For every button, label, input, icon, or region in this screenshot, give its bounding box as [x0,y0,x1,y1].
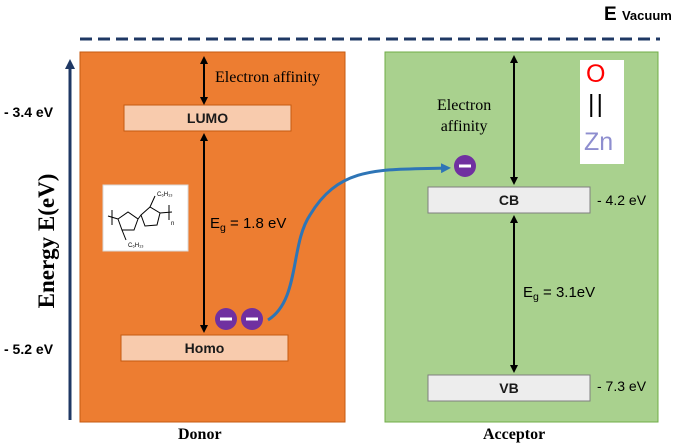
acceptor-bandgap-label: Eg = 3.1eV [523,284,595,303]
vacuum-label-main: E [604,4,617,25]
cb-band [427,186,591,214]
acceptor-ea-line-1: Electron [437,97,492,114]
acceptor-caption: Acceptor [483,426,546,443]
lumo-energy-value: - 3.4 eV [4,104,54,120]
structure-n-subscript: n [171,221,174,227]
vb-band [427,374,591,402]
acceptor-ea-line-2: affinity [440,118,488,135]
lumo-label: LUMO [186,110,229,126]
homo-label: Homo [184,340,225,356]
acceptor-electron [454,155,476,177]
electron-transfer-arrow [267,163,451,322]
zno-formula-box [580,60,624,164]
polymer-structure-image: C₆H₁₃ C₆H₁₃ n [102,184,189,252]
donor-bandgap-value: = 1.8 eV [230,215,287,232]
lumo-band [123,104,292,132]
cb-energy-value: - 4.2 eV [597,192,647,208]
acceptor-bandgap-symbol: E [523,284,534,301]
donor-bandgap-symbol: E [210,215,221,232]
acceptor-bandgap-value: = 3.1eV [543,284,596,301]
homo-band [120,334,289,362]
structure-alkyl-bottom: C₆H₁₃ [128,243,144,249]
zno-double-bond: || [588,90,605,118]
zno-zinc: Zn [584,128,614,156]
cb-label: CB [498,192,520,208]
y-axis-label: Energy E(eV) [34,173,59,309]
acceptor-electron-affinity-label: Electron affinity [437,95,491,137]
acceptor-bandgap-sub: g [533,291,539,303]
zno-oxygen: O [586,60,606,88]
donor-caption: Donor [178,426,222,443]
donor-electron-affinity-label: Electron affinity [215,69,320,86]
vb-energy-value: - 7.3 eV [597,378,647,394]
homo-energy-value: - 5.2 eV [4,341,54,357]
vb-label: VB [499,380,519,396]
donor-electron-2 [241,308,263,330]
vacuum-label-sub: Vacuum [621,8,672,23]
structure-alkyl-top: C₆H₁₃ [157,192,173,198]
donor-bandgap-sub: g [220,222,226,234]
vacuum-label: E Vacuum [604,4,672,26]
donor-electron-1 [215,308,237,330]
donor-bandgap-label: Eg = 1.8 eV [210,215,286,234]
